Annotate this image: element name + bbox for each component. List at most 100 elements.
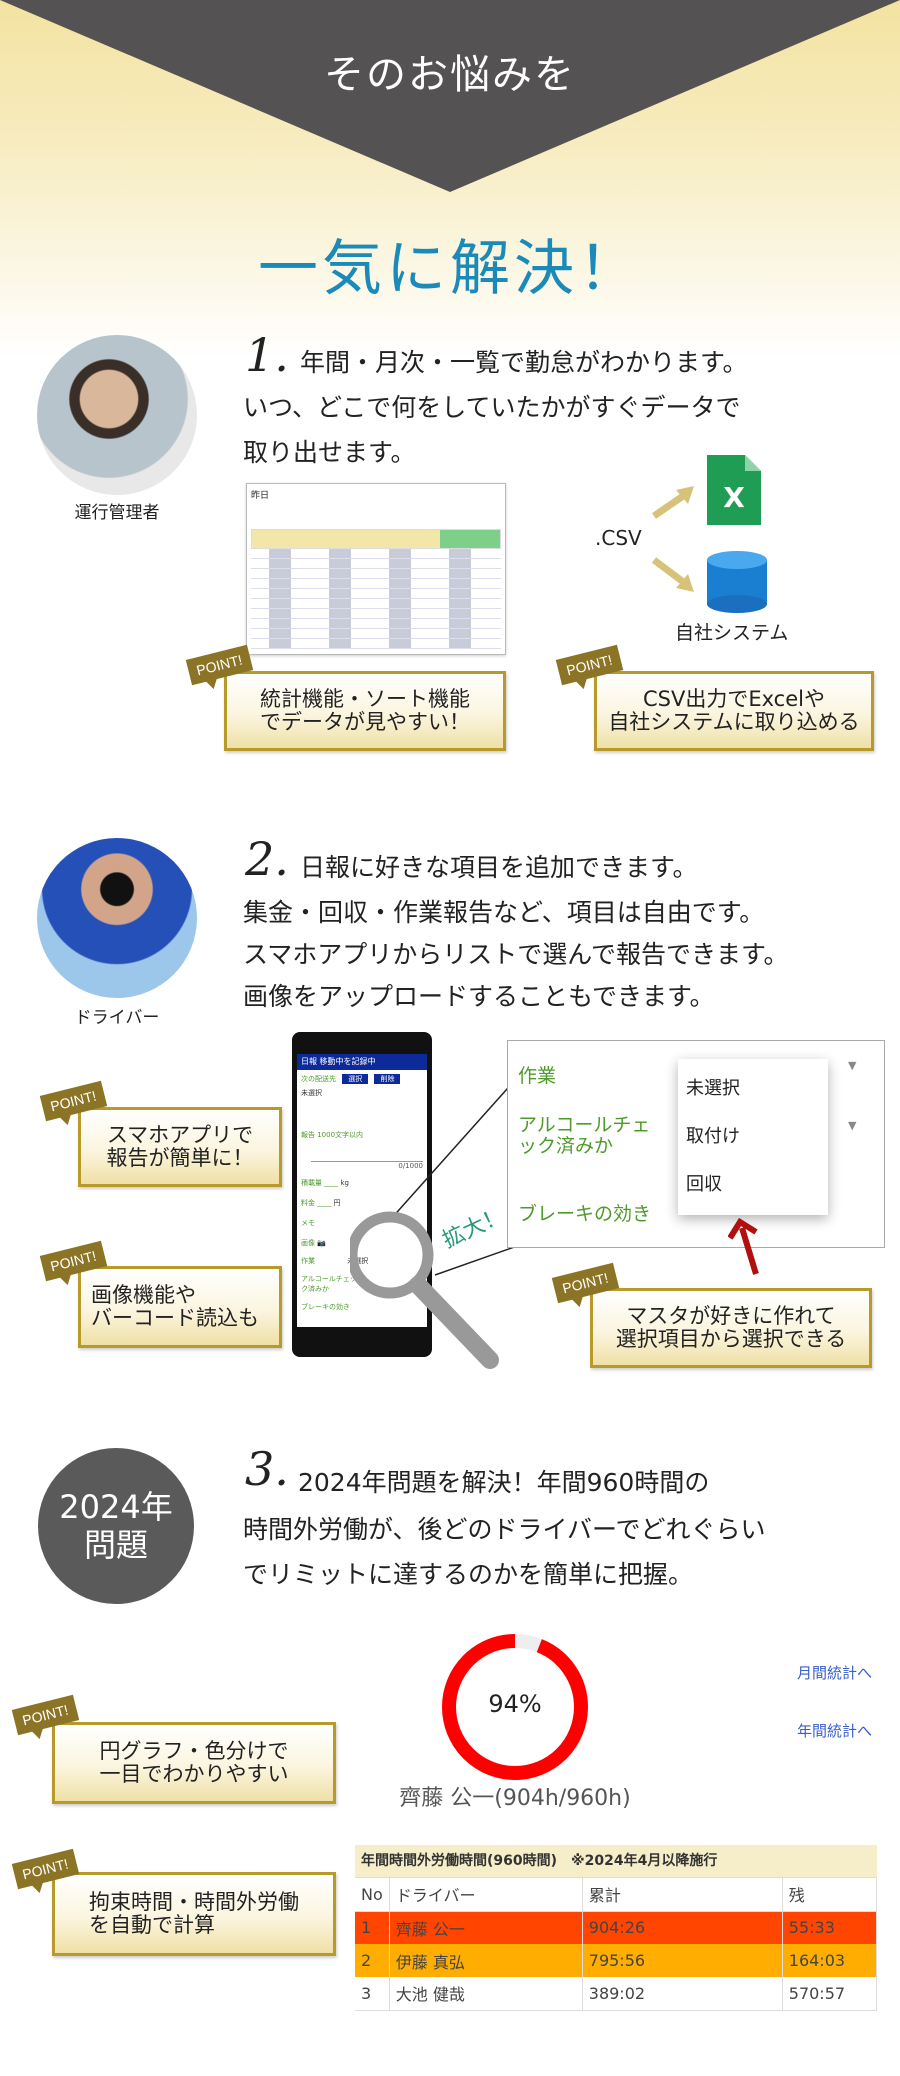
char-counter: 0/1000	[398, 1162, 423, 1170]
driver-avatar	[37, 838, 197, 998]
point-text: 報告が簡単に！	[106, 1146, 254, 1170]
point-callout-csv: CSV出力でExcelや自社システムに取り込める	[594, 671, 874, 751]
section3-line-1: 2024年問題を解決！年間960時間の	[298, 1468, 710, 1497]
donut-percent: 94%	[488, 1690, 542, 1718]
dest-value: 未選択	[301, 1089, 322, 1097]
point-callout-stats: 統計機能・ソート機能でデータが見やすい！	[224, 671, 506, 751]
donut-caption: 齊藤 公一(904h/960h)	[399, 1786, 631, 1811]
image-label: 画像	[301, 1239, 315, 1247]
work-label: 作業	[301, 1257, 315, 1265]
point-text: 一目でわかりやすい	[99, 1762, 289, 1786]
column-header: 残	[782, 1878, 878, 1911]
section2-line-1: 日報に好きな項目を追加できます。	[300, 853, 698, 882]
cell-driver: 伊藤 真弘	[389, 1944, 583, 1977]
fee-unit: 円	[333, 1199, 341, 1207]
excel-icon: X	[707, 455, 761, 525]
section2-line-2: 集金・回収・作業報告など、項目は自由です。	[243, 898, 765, 927]
cell-total: 795:56	[582, 1944, 783, 1977]
point-callout-image: 画像機能やバーコード読込も	[78, 1266, 282, 1348]
cell-total: 904:26	[582, 1911, 783, 1944]
point-callout-calc: 拘束時間・時間外労働を自動で計算	[52, 1872, 336, 1956]
section3-number: 3.	[245, 1442, 289, 1496]
dropdown-arrow-icon[interactable]: ▼	[848, 1119, 857, 1132]
cell-driver: 大池 健哉	[389, 1977, 583, 2010]
point-text: バーコード読込も	[91, 1306, 259, 1330]
badge-line: 2024年	[59, 1487, 173, 1526]
cell-remaining: 570:57	[782, 1977, 878, 2010]
point-callout-app: スマホアプリで報告が簡単に！	[78, 1107, 282, 1187]
weight-label: 積載量	[301, 1179, 322, 1187]
donut-arc	[442, 1634, 588, 1780]
section3-line-2: 時間外労働が、後どのドライバーでどれぐらい	[243, 1515, 766, 1544]
dropdown-option[interactable]: 取付け	[686, 1126, 740, 1147]
dropdown-menu: 未選択 取付け 回収	[678, 1059, 828, 1215]
section1-line-1: 年間・月次・一覧で勤怠がわかります。	[300, 348, 748, 377]
cell-no: 1	[355, 1911, 390, 1944]
camera-icon[interactable]: 📷	[317, 1239, 326, 1247]
dest-label: 次の配送先	[301, 1075, 336, 1083]
red-arrow-icon	[728, 1218, 759, 1275]
point-text: マスタが好きに作れて	[626, 1303, 836, 1328]
section3-line-3: でリミットに達するのかを簡単に把握。	[243, 1560, 694, 1589]
zoomed-form-panel: 作業 アルコールチェック済みか ブレーキの効き ▼ ▼ 未選択 取付け 回収	[507, 1040, 885, 1248]
point-text: 拘束時間・時間外労働	[89, 1889, 299, 1914]
report-field[interactable]: 報告 1000文字以内	[301, 1131, 364, 1139]
table-header-row: No ドライバー 累計 残	[355, 1878, 878, 1911]
system-label: 自社システム	[675, 622, 789, 644]
hero-triangle	[0, 0, 900, 192]
column-header: No	[355, 1878, 390, 1911]
csv-label: .CSV	[595, 526, 642, 550]
panel-alcohol-label: アルコールチェック済みか	[518, 1114, 651, 1157]
hero-subtitle: そのお悩みを	[324, 52, 576, 98]
overtime-table: 年間時間外労働時間(960時間) ※2024年4月以降施行 No ドライバー 累…	[355, 1845, 878, 2011]
section1-number: 1.	[245, 328, 289, 382]
dropdown-option[interactable]: 未選択	[686, 1078, 740, 1099]
cell-remaining: 164:03	[782, 1944, 878, 1977]
point-text: 画像機能や	[91, 1282, 196, 1307]
driver-role-label: ドライバー	[74, 1008, 160, 1028]
memo-field[interactable]: メモ	[301, 1219, 315, 1227]
fee-label: 料金	[301, 1199, 315, 1207]
monthly-stats-link[interactable]: 月間統計へ	[797, 1664, 873, 1682]
phone-app-title: 日報 移動中を記録中	[297, 1054, 427, 1070]
arrow-to-excel-icon	[652, 486, 694, 519]
point-text: 自社システムに取り込める	[608, 710, 860, 734]
badge-line: 問題	[83, 1526, 148, 1564]
weight-unit: kg	[340, 1179, 349, 1187]
phone-mockup: 日報 移動中を記録中 次の配送先 選択 削除 未選択 報告 1000文字以内 0…	[292, 1032, 432, 1357]
dropdown-option[interactable]: 回収	[686, 1174, 722, 1195]
table-title: 年間時間外労働時間(960時間) ※2024年4月以降施行	[355, 1845, 877, 1878]
attendance-list-screenshot: 昨日	[246, 483, 506, 655]
point-text: 統計機能・ソート機能	[260, 686, 470, 711]
section1-line-2: いつ、どこで何をしていたかがすぐデータで	[243, 393, 741, 422]
panel-work-label: 作業	[518, 1065, 557, 1087]
database-icon	[707, 551, 767, 613]
point-text: スマホアプリで	[106, 1122, 254, 1147]
cell-remaining: 55:33	[782, 1911, 878, 1944]
cell-no: 2	[355, 1944, 390, 1977]
overtime-donut-chart	[442, 1634, 588, 1780]
cell-driver: 齊藤 公一	[389, 1911, 583, 1944]
point-text: 選択項目から選択できる	[615, 1327, 847, 1351]
point-text: CSV出力でExcelや	[643, 686, 825, 711]
cell-no: 3	[355, 1977, 390, 2010]
arrow-to-system-icon	[651, 557, 694, 592]
section2-line-3: スマホアプリからリストで選んで報告できます。	[243, 940, 789, 969]
point-text: 円グラフ・色分けで	[99, 1738, 289, 1763]
2024-problem-badge: 2024年問題	[38, 1448, 194, 1604]
column-header: ドライバー	[389, 1878, 583, 1911]
screenshot-title: 昨日	[251, 491, 270, 501]
yearly-stats-link[interactable]: 年間統計へ	[797, 1722, 873, 1740]
alcohol-label: アルコールチェック済みか	[301, 1275, 357, 1293]
brake-label: ブレーキの効き	[301, 1303, 350, 1311]
delete-button[interactable]: 削除	[374, 1074, 401, 1084]
dropdown-arrow-icon[interactable]: ▼	[848, 1059, 857, 1072]
section2-line-4: 画像をアップロードすることもできます。	[243, 982, 715, 1011]
hero-title: 一気に解決！	[258, 234, 642, 304]
svg-text:X: X	[723, 481, 745, 514]
select-button[interactable]: 選択	[342, 1074, 369, 1084]
cell-total: 389:02	[582, 1977, 783, 2010]
